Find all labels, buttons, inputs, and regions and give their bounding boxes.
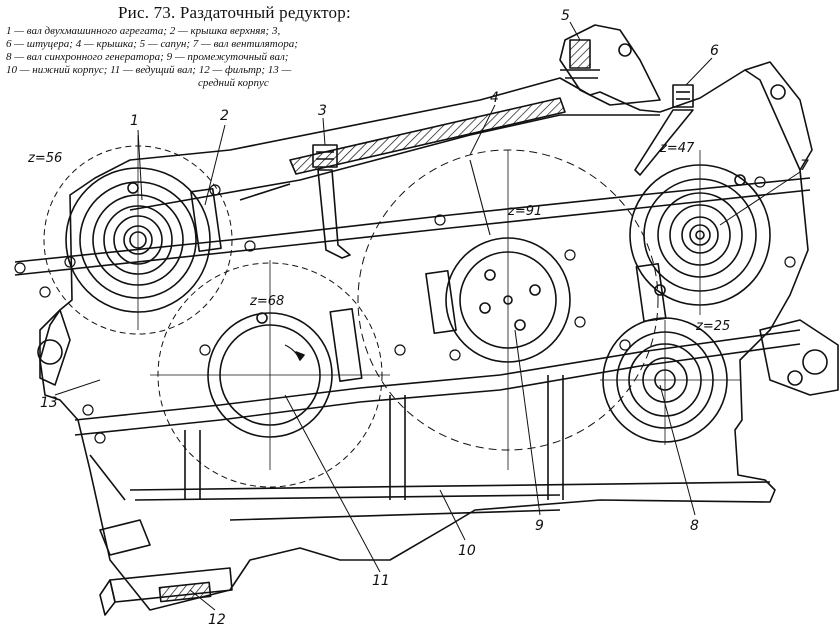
label-part-5: 5 bbox=[561, 8, 570, 24]
label-part-2: 2 bbox=[220, 108, 229, 124]
label-part-8: 8 bbox=[690, 518, 699, 534]
shaft-11-assembly bbox=[150, 260, 390, 488]
filter-12 bbox=[99, 519, 233, 616]
label-part-13: 13 bbox=[40, 395, 58, 411]
label-part-7: 7 bbox=[800, 158, 809, 174]
fitting-6 bbox=[634, 84, 694, 176]
label-part-1: 1 bbox=[130, 113, 139, 129]
label-part-3: 3 bbox=[318, 103, 327, 119]
label-part-11: 11 bbox=[372, 573, 390, 589]
flange-lower bbox=[74, 329, 801, 421]
label-gear-z56: z=56 bbox=[27, 151, 62, 166]
label-part-10: 10 bbox=[458, 543, 476, 559]
label-gear-z91: z=91 bbox=[507, 204, 542, 219]
label-gear-z25: z=25 bbox=[695, 319, 730, 334]
shaft-8-assembly bbox=[600, 317, 740, 445]
label-part-4: 4 bbox=[490, 90, 499, 106]
label-part-12: 12 bbox=[208, 612, 226, 628]
legend-line: средний корпус bbox=[198, 77, 269, 89]
top-cover bbox=[289, 97, 566, 175]
breather-5 bbox=[559, 24, 661, 106]
shaft-7-assembly bbox=[629, 150, 771, 315]
legend-line: 8 — вал синхронного генератора; 9 — пром… bbox=[6, 51, 289, 63]
figure-title: Рис. 73. Раздаточный редуктор: bbox=[118, 3, 351, 22]
legend-line: 6 — штуцера; 4 — крышка; 5 — сапун; 7 — … bbox=[6, 38, 298, 50]
right-lug bbox=[759, 319, 839, 396]
flange-upper bbox=[14, 177, 811, 263]
left-lug bbox=[39, 309, 71, 386]
legend-line: 10 — нижний корпус; 11 — ведущий вал; 12… bbox=[6, 64, 292, 76]
label-gear-z68: z=68 bbox=[249, 294, 284, 309]
legend-line: 1 — вал двухмашинного агрегата; 2 — крыш… bbox=[6, 25, 281, 37]
label-gear-z47: z=47 bbox=[659, 141, 695, 156]
label-part-9: 9 bbox=[535, 518, 544, 534]
shaft-9-assembly bbox=[357, 149, 659, 470]
label-part-6: 6 bbox=[710, 43, 719, 59]
shaft-1-assembly bbox=[43, 135, 233, 335]
